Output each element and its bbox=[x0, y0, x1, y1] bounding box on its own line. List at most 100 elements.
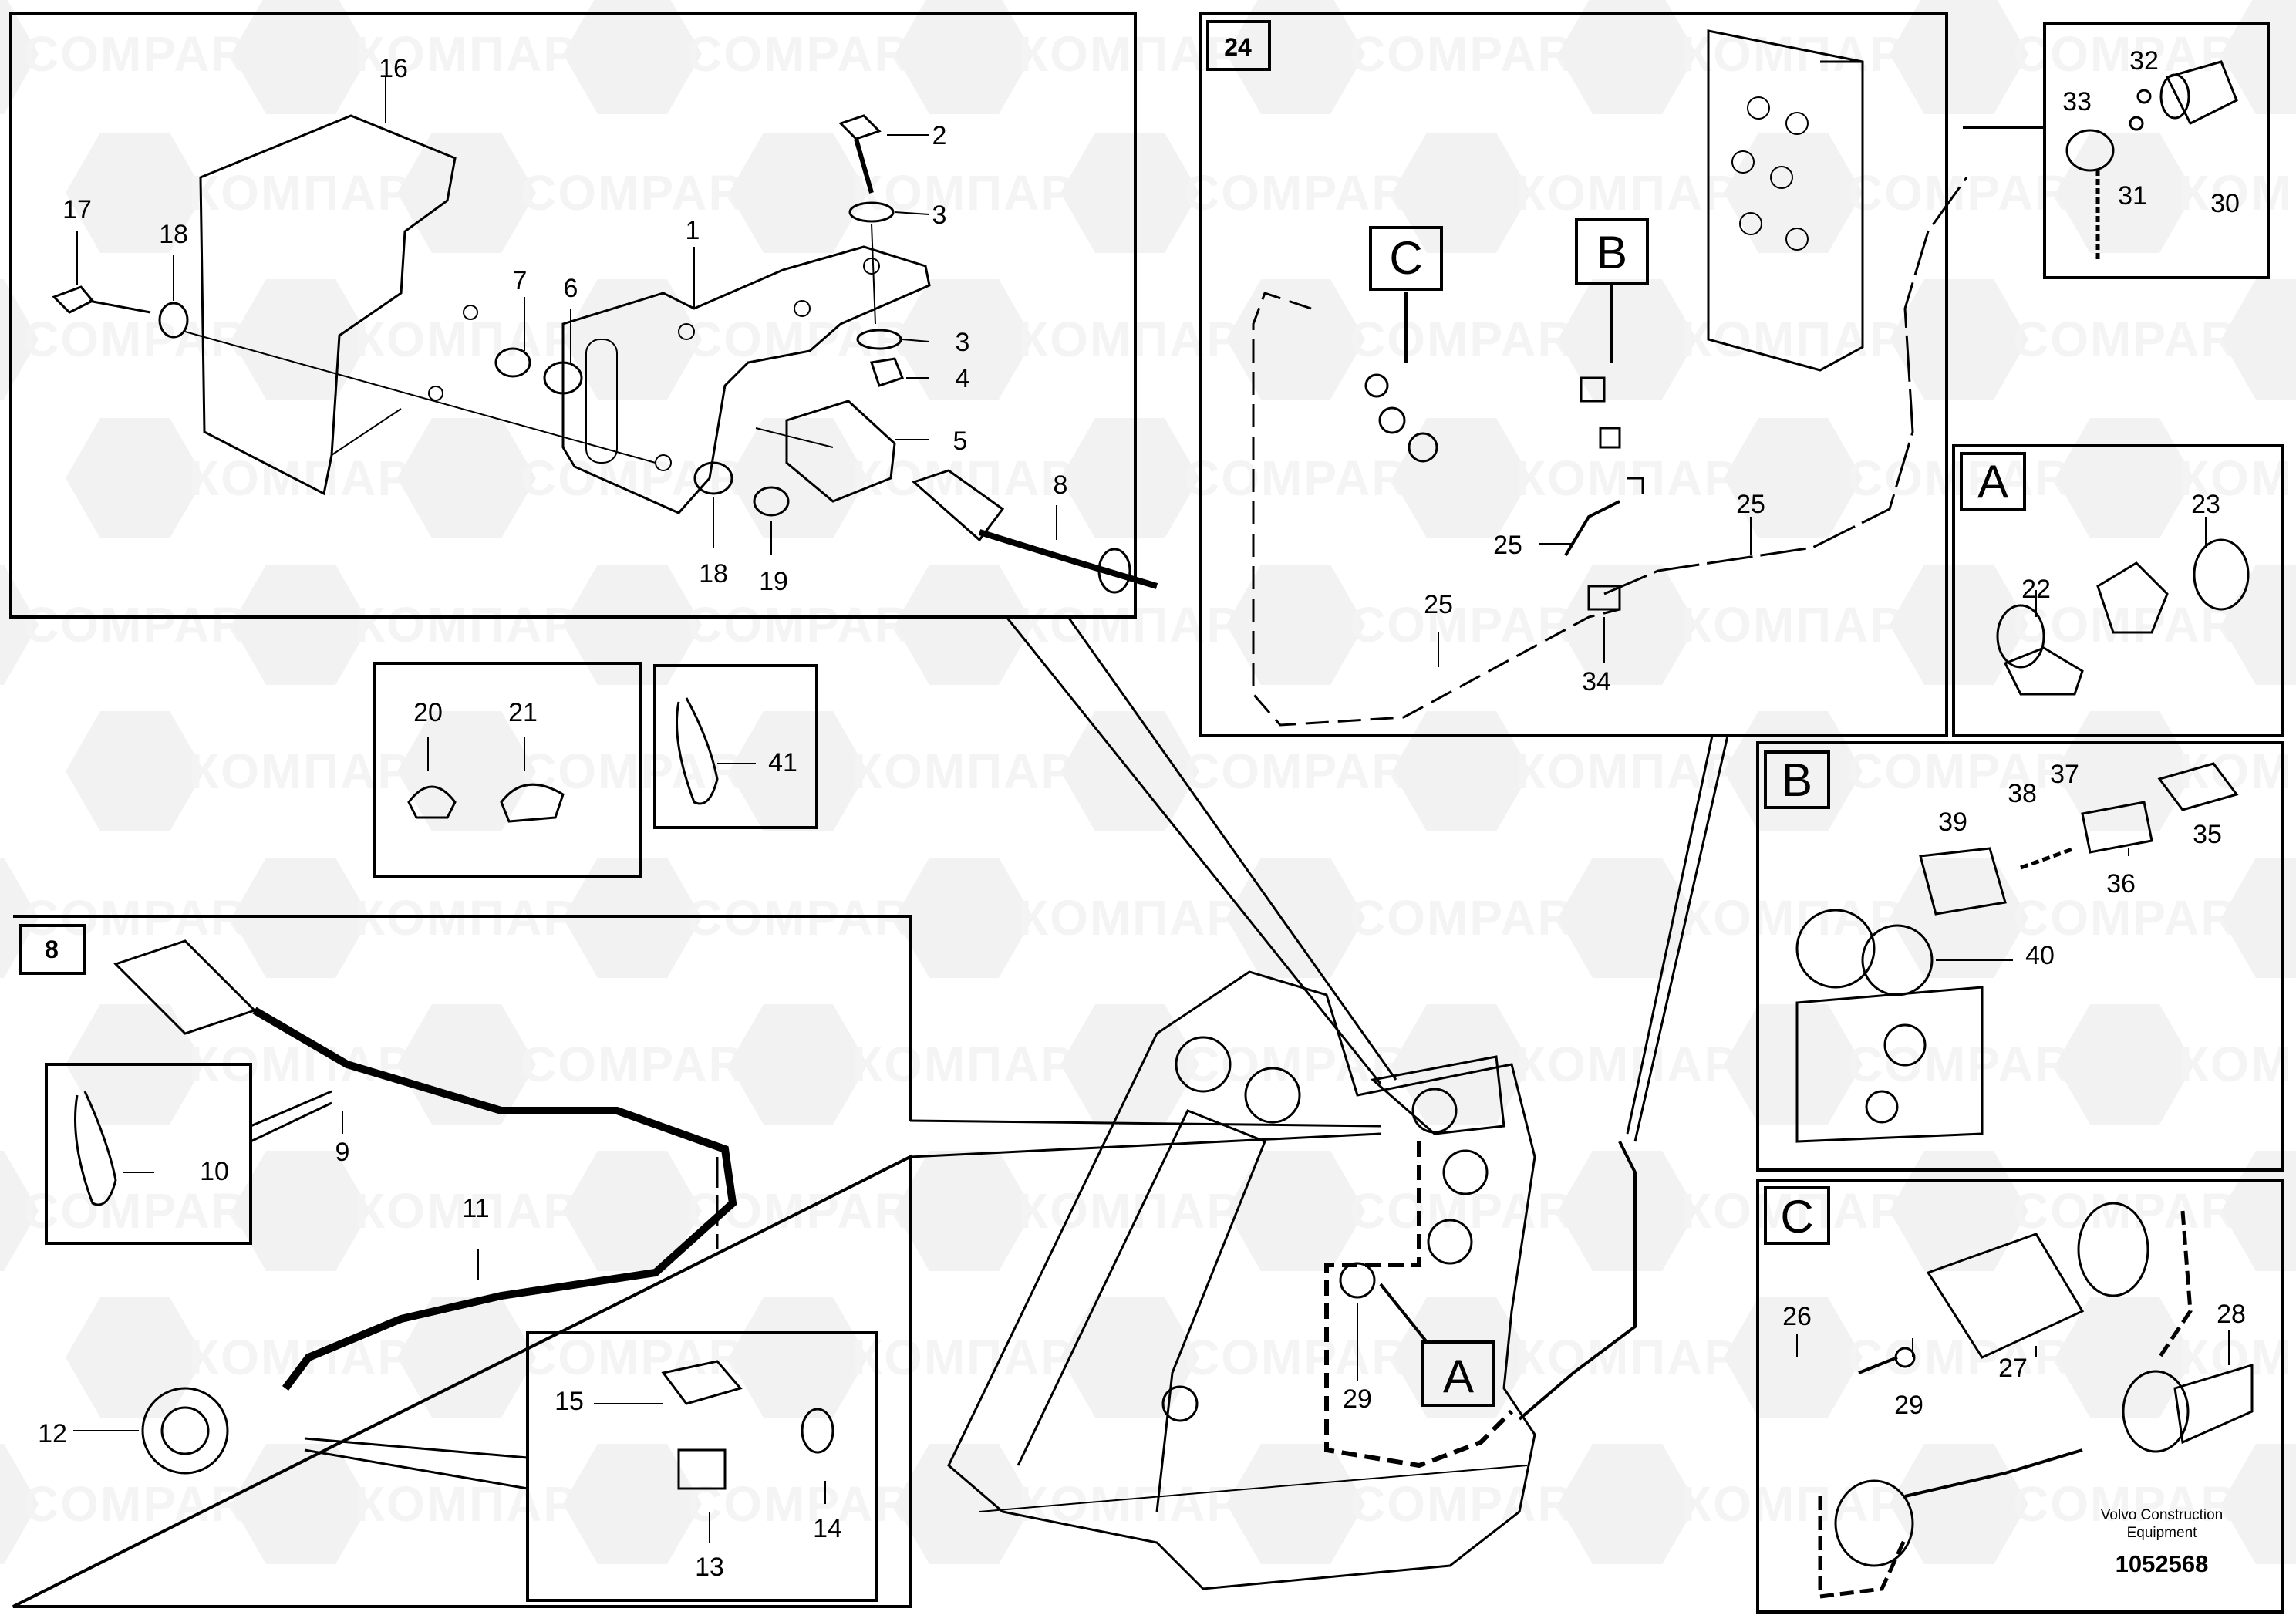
part-label: 3 bbox=[956, 328, 970, 357]
watermark-hex bbox=[729, 711, 868, 831]
part-label: 26 bbox=[1782, 1302, 1812, 1331]
watermark-hex bbox=[397, 418, 536, 538]
watermark-hex bbox=[231, 279, 370, 400]
watermark-hex bbox=[1226, 565, 1365, 685]
watermark-hex bbox=[2055, 1297, 2194, 1418]
watermark-hex bbox=[231, 565, 370, 685]
watermark-hex bbox=[1890, 565, 2028, 685]
part-label: A bbox=[1977, 456, 2008, 508]
part-label: 3 bbox=[932, 201, 947, 230]
watermark-hex bbox=[1226, 279, 1365, 400]
watermark-hex bbox=[2055, 133, 2194, 253]
part-label: 30 bbox=[2210, 189, 2240, 218]
part-label: 37 bbox=[2050, 760, 2079, 789]
watermark-hex bbox=[1392, 1004, 1531, 1125]
part-label: 14 bbox=[813, 1514, 842, 1543]
part-label: 9 bbox=[335, 1138, 350, 1167]
part-label: 32 bbox=[2129, 46, 2159, 76]
watermark-hex bbox=[1558, 1151, 1697, 1271]
part-label: 23 bbox=[2191, 490, 2220, 519]
part-label: B bbox=[1782, 754, 1812, 806]
detail-box-clips bbox=[373, 662, 818, 878]
part-label: B bbox=[1596, 227, 1627, 278]
part-label: 29 bbox=[1894, 1391, 1923, 1420]
part-label: 7 bbox=[513, 266, 528, 295]
watermark-hex bbox=[729, 133, 868, 253]
part-label: 28 bbox=[2217, 1300, 2246, 1329]
watermark-hex bbox=[1060, 418, 1199, 538]
part-label: 6 bbox=[564, 274, 578, 303]
detail-box-bracket bbox=[9, 12, 1158, 619]
watermark-text: КОМПАРТ bbox=[2179, 1330, 2296, 1385]
watermark-hex bbox=[1392, 418, 1531, 538]
watermark-hex bbox=[397, 133, 536, 253]
watermark-text: КОМПАРТ bbox=[2179, 165, 2296, 221]
watermark-hex bbox=[1558, 858, 1697, 978]
detail-box-24 bbox=[1199, 12, 2270, 737]
footer-number: 1052568 bbox=[2116, 1550, 2209, 1577]
part-label: 4 bbox=[956, 364, 970, 393]
watermark-hex bbox=[1558, 0, 1697, 114]
footer-line1: Volvo Construction bbox=[2101, 1507, 2223, 1523]
watermark-hex bbox=[1724, 133, 1863, 253]
part-label: 39 bbox=[1938, 808, 1967, 837]
part-label: 31 bbox=[2118, 181, 2147, 211]
part-label: 18 bbox=[159, 220, 188, 249]
watermark-hex bbox=[231, 0, 370, 114]
watermark-hex bbox=[2221, 0, 2296, 114]
part-label: C bbox=[1389, 232, 1422, 284]
watermark-hex bbox=[1226, 0, 1365, 114]
part-label: 12 bbox=[38, 1419, 67, 1448]
part-label: 17 bbox=[62, 195, 92, 224]
watermark-hex bbox=[1558, 1444, 1697, 1564]
watermark-text: КОМПАРТ bbox=[2179, 1037, 2296, 1092]
watermark-hex bbox=[1890, 858, 2028, 978]
part-label: 18 bbox=[699, 559, 728, 588]
part-label: 27 bbox=[1998, 1354, 2028, 1383]
watermark-hex bbox=[895, 565, 1033, 685]
watermark-hex bbox=[1724, 418, 1863, 538]
part-label: 16 bbox=[379, 54, 408, 83]
part-label: 40 bbox=[2025, 941, 2055, 970]
watermark-hex bbox=[1392, 1297, 1531, 1418]
watermark-hex bbox=[895, 0, 1033, 114]
part-label: 29 bbox=[1343, 1384, 1372, 1414]
watermark-hex bbox=[1890, 279, 2028, 400]
part-label: 41 bbox=[768, 748, 797, 777]
watermark-hex bbox=[0, 1444, 39, 1564]
watermark-hex bbox=[2221, 565, 2296, 685]
part-label: 1 bbox=[686, 216, 700, 245]
watermark-hex bbox=[563, 0, 702, 114]
part-label: 25 bbox=[1736, 490, 1765, 519]
part-label: 33 bbox=[2062, 87, 2092, 116]
watermark-hex bbox=[397, 1297, 536, 1418]
detail-box-C bbox=[1756, 1179, 2284, 1614]
watermark-hex bbox=[895, 1151, 1033, 1271]
machine-frame bbox=[909, 616, 1729, 1590]
part-label: 35 bbox=[2193, 820, 2222, 849]
watermark-hex bbox=[231, 1444, 370, 1564]
watermark-hex bbox=[1724, 1004, 1863, 1125]
watermark-hex bbox=[2221, 858, 2296, 978]
watermark-hex bbox=[2055, 1004, 2194, 1125]
part-label: 34 bbox=[1582, 667, 1611, 696]
watermark-hex bbox=[563, 565, 702, 685]
watermark-hex bbox=[2055, 418, 2194, 538]
part-label: 25 bbox=[1424, 590, 1453, 619]
watermark-hex bbox=[1890, 1444, 2028, 1564]
part-label: 22 bbox=[2021, 575, 2051, 604]
part-label: 5 bbox=[953, 427, 968, 456]
watermark-hex bbox=[1226, 1444, 1365, 1564]
part-label: 8 bbox=[1054, 470, 1068, 500]
watermark-hex bbox=[1558, 279, 1697, 400]
detail-box-A bbox=[1952, 444, 2284, 737]
watermark-hex bbox=[563, 1444, 702, 1564]
watermark-hex bbox=[563, 1151, 702, 1271]
part-label: 38 bbox=[2008, 779, 2037, 808]
watermark-hex bbox=[0, 1151, 39, 1271]
watermark-hex bbox=[66, 133, 204, 253]
part-label: 8 bbox=[45, 936, 59, 963]
watermark-hex bbox=[1060, 133, 1199, 253]
